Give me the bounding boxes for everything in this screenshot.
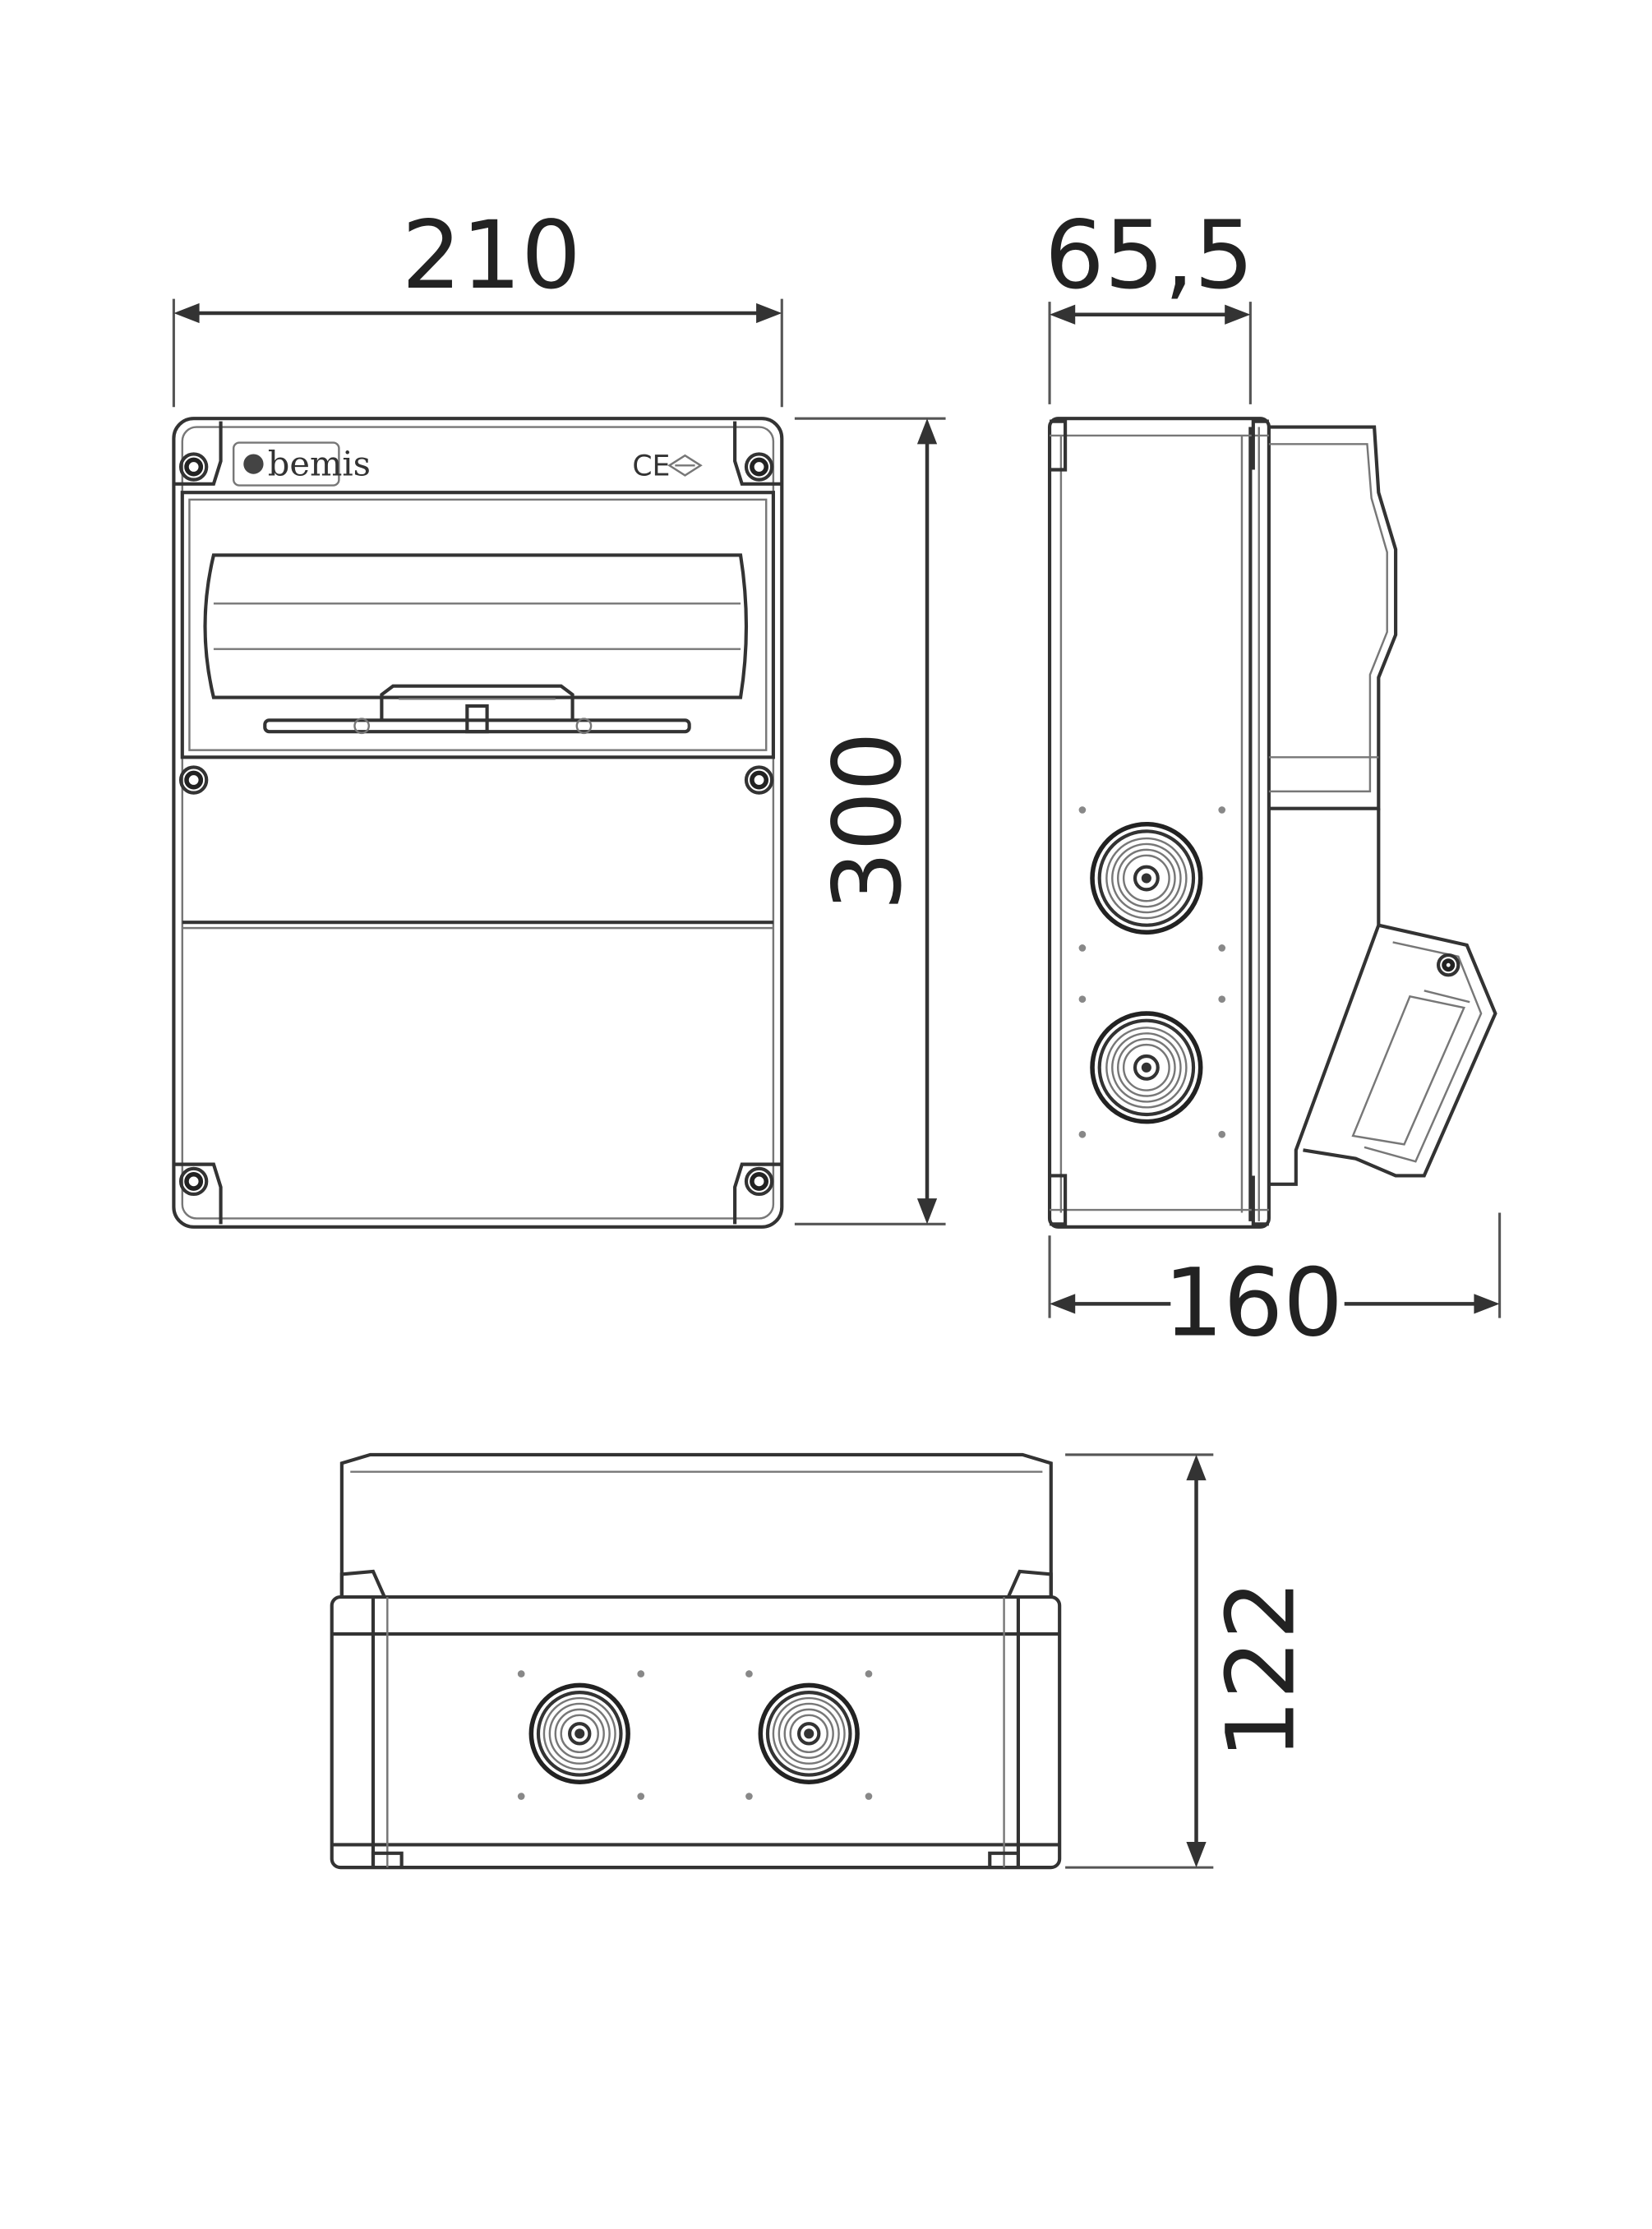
certification-icon — [667, 454, 703, 477]
latch-handle — [263, 684, 691, 735]
screw-icon — [181, 767, 206, 792]
side-height-label: 122 — [1206, 1580, 1315, 1759]
depth-top-label: 65,5 — [1045, 201, 1254, 310]
bottom-view — [330, 1452, 1062, 1870]
cable-gland-icon — [1092, 1013, 1201, 1122]
socket-outlet — [1268, 808, 1497, 1186]
brand-logo: bemis — [232, 441, 371, 487]
screw-icon — [181, 454, 206, 479]
cable-gland-icon — [531, 1685, 628, 1782]
screw-icon — [746, 454, 772, 479]
height-label: 300 — [813, 731, 922, 911]
dimension-depth-top: 65,5 — [1045, 201, 1254, 404]
width-label: 210 — [402, 201, 581, 310]
screw-icon — [746, 767, 772, 792]
dimension-height: 300 — [794, 417, 946, 1225]
ce-mark: CE — [632, 450, 670, 482]
depth-total-label: 160 — [1164, 1248, 1343, 1357]
breaker-window — [203, 553, 749, 699]
screw-icon — [181, 1169, 206, 1194]
front-view: bemis CE — [172, 417, 784, 1229]
brand-text: bemis — [268, 443, 371, 483]
dimension-side-height: 122 — [1065, 1453, 1315, 1869]
dimension-depth-total: 160 — [1048, 1212, 1502, 1357]
dimension-width: 210 — [172, 201, 783, 408]
side-view — [1047, 417, 1497, 1229]
screw-icon — [746, 1169, 772, 1194]
cable-gland-icon — [760, 1685, 857, 1782]
cable-gland-icon — [1092, 824, 1201, 933]
